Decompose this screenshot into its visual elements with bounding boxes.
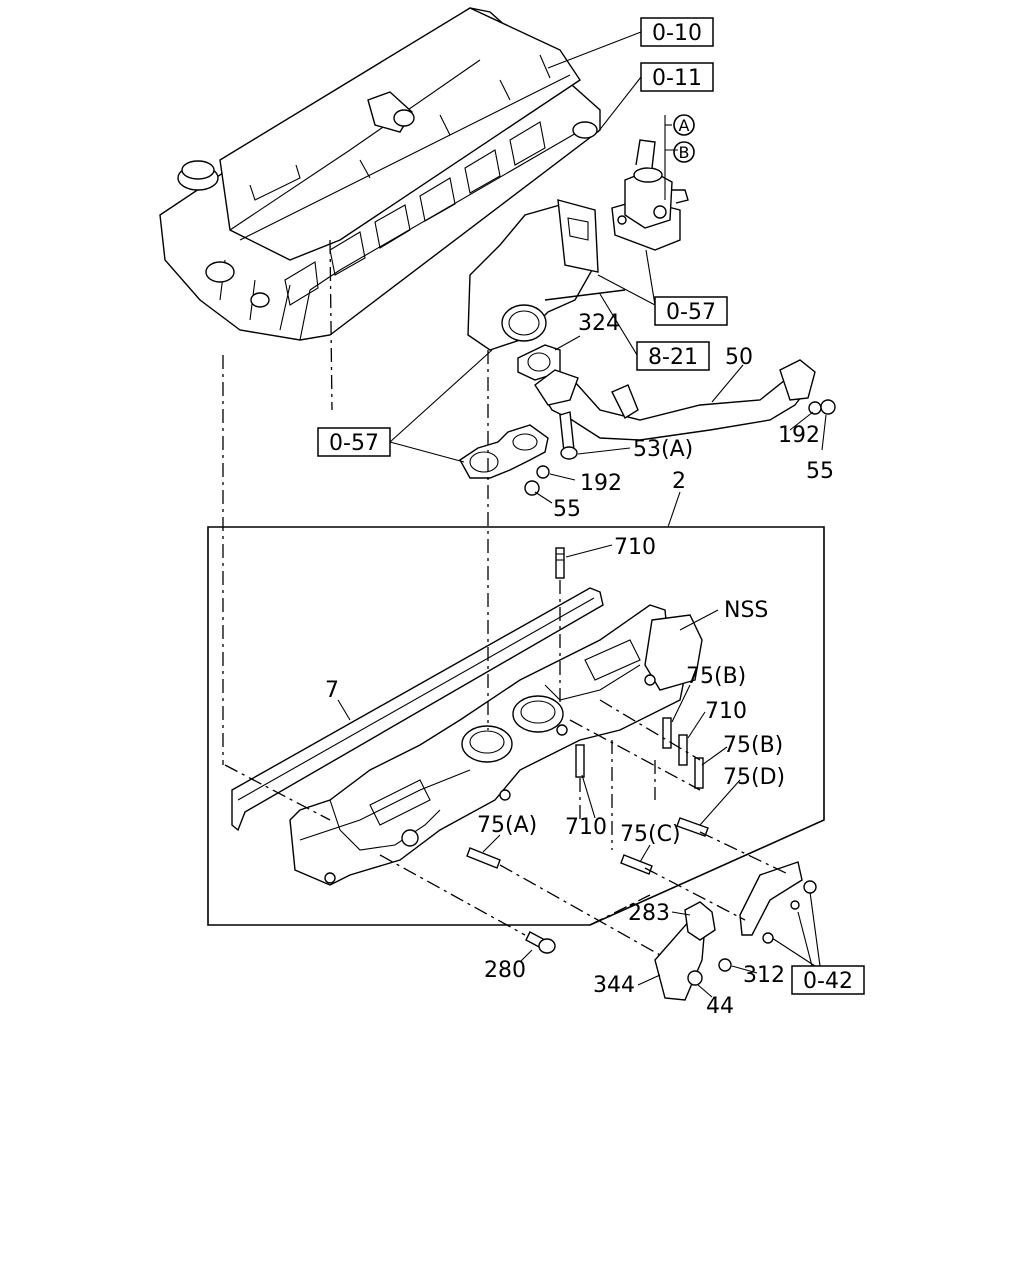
leader-0-57-right-b bbox=[645, 249, 656, 306]
leader-0-11 bbox=[597, 76, 642, 133]
stud-75b-upper-illustration bbox=[662, 717, 672, 749]
leader-0-57-right-a bbox=[597, 274, 656, 306]
part-label-55-upper: 55 bbox=[806, 459, 834, 484]
washer-192-lower-illustration bbox=[536, 465, 550, 479]
part-label-312: 312 bbox=[743, 963, 785, 988]
part-label-344: 344 bbox=[593, 973, 635, 998]
alignment-centerlines bbox=[222, 239, 791, 956]
part-label-283: 283 bbox=[628, 901, 670, 926]
leader-0-57-left-a bbox=[389, 349, 493, 443]
ref-box-0-57-right bbox=[654, 296, 728, 326]
part-label-75b-upper: 75(B) bbox=[686, 664, 746, 689]
leader-8-21 bbox=[599, 293, 638, 356]
cylinder-head-illustration bbox=[159, 7, 601, 341]
intake-manifold-illustration bbox=[289, 604, 703, 886]
part-label-55-lower: 55 bbox=[553, 497, 581, 522]
part-label-192-upper: 192 bbox=[778, 423, 820, 448]
leader-0-57-left-b bbox=[389, 441, 465, 463]
ref-8-21-label: 8-21 bbox=[648, 345, 698, 370]
part-label-2: 2 bbox=[672, 469, 686, 494]
egr-pipe-illustration bbox=[534, 359, 816, 441]
ref-0-10-label: 0-10 bbox=[652, 21, 702, 46]
washer-192-upper-illustration bbox=[808, 401, 822, 415]
ref-box-0-10 bbox=[640, 17, 714, 47]
callout-circle-a bbox=[673, 114, 695, 136]
egr-valve-illustration bbox=[611, 115, 689, 251]
bracket-344-illustration bbox=[654, 901, 732, 1001]
stud-710-top-illustration bbox=[555, 547, 565, 579]
gasket-illustration bbox=[459, 424, 549, 479]
part-label-192-lower: 192 bbox=[580, 471, 622, 496]
stud-710-right-illustration bbox=[678, 734, 688, 766]
part-label-7: 7 bbox=[325, 678, 339, 703]
leader-0-42-b bbox=[771, 937, 816, 967]
callout-circle-b bbox=[673, 141, 695, 163]
assembly-outline-box bbox=[207, 526, 825, 926]
part-label-44: 44 bbox=[706, 994, 734, 1019]
part-label-nss: NSS bbox=[724, 598, 768, 623]
bolt-280-illustration bbox=[525, 931, 556, 954]
stud-75c-illustration bbox=[620, 854, 653, 875]
leader-0-42-c bbox=[797, 911, 813, 967]
part-label-710-bottom: 710 bbox=[565, 815, 607, 840]
nut-55-upper-illustration bbox=[820, 399, 836, 415]
ref-0-57-right-label: 0-57 bbox=[666, 300, 716, 325]
part-label-710-right: 710 bbox=[705, 699, 747, 724]
leader-2 bbox=[667, 491, 681, 528]
ref-box-8-21 bbox=[636, 341, 710, 371]
part-label-324: 324 bbox=[578, 311, 620, 336]
part-label-75b-lower: 75(B) bbox=[723, 733, 783, 758]
ref-0-42-label: 0-42 bbox=[803, 969, 853, 994]
part-label-280: 280 bbox=[484, 958, 526, 983]
nut-55-lower-illustration bbox=[524, 480, 540, 496]
bracket-right-illustration bbox=[739, 861, 817, 944]
stud-75b-lower-illustration bbox=[694, 757, 704, 789]
ref-box-0-57-left bbox=[317, 427, 391, 457]
ref-box-0-42 bbox=[791, 965, 865, 995]
callout-a-label: A bbox=[679, 116, 690, 135]
part-label-710-top: 710 bbox=[614, 535, 656, 560]
leader-0-42-a bbox=[809, 891, 821, 967]
manifold-gasket-7-illustration bbox=[231, 587, 604, 832]
part-label-75c: 75(C) bbox=[620, 822, 681, 847]
stud-710-bottom-illustration bbox=[575, 744, 585, 778]
part-label-53a: 53(A) bbox=[633, 437, 693, 462]
ref-0-11-label: 0-11 bbox=[652, 66, 702, 91]
leader-lines bbox=[337, 335, 827, 998]
callout-b-label: B bbox=[679, 143, 690, 162]
stud-75a-illustration bbox=[466, 847, 501, 869]
part-label-75d: 75(D) bbox=[723, 765, 785, 790]
bolt-53a-illustration bbox=[559, 411, 578, 460]
ref-0-57-left-label: 0-57 bbox=[329, 431, 379, 456]
part-label-75a: 75(A) bbox=[477, 813, 537, 838]
egr-adapter-illustration bbox=[467, 199, 626, 381]
part-label-50: 50 bbox=[725, 345, 753, 370]
leader-0-10 bbox=[547, 31, 642, 69]
